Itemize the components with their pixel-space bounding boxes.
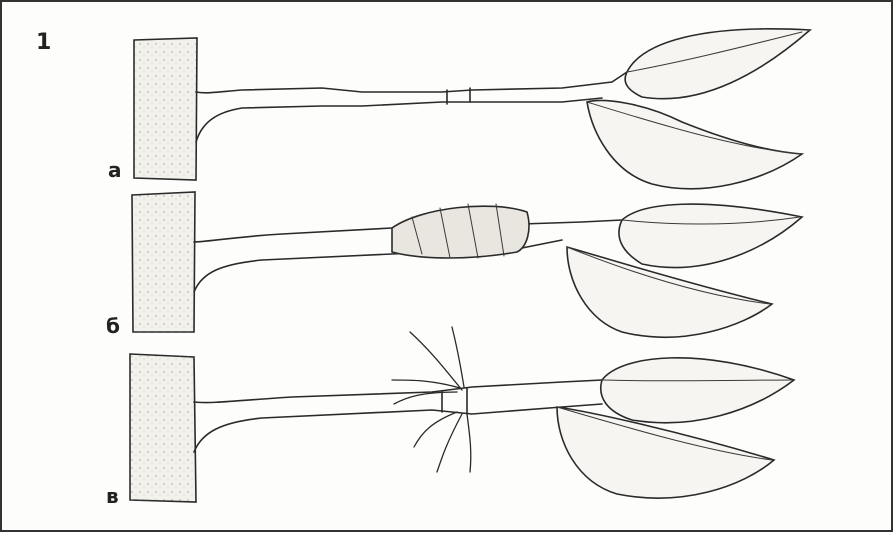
panel-c-leaf-top [601, 358, 794, 423]
panel-b-leaf-top [619, 204, 802, 267]
panel-a-branch [196, 72, 627, 93]
panel-c-branch [194, 380, 602, 403]
panel-c-roots [392, 327, 471, 472]
panel-a-leaf-top [625, 29, 810, 99]
panel-b-wrapping [392, 206, 529, 258]
panel-c-drawing [130, 327, 794, 502]
panel-c-label: в [106, 484, 119, 508]
panel-b-drawing [132, 192, 802, 337]
panel-a-drawing [134, 29, 810, 189]
panel-a-leaf-bottom [587, 101, 802, 189]
panel-b-label: б [106, 314, 120, 338]
panel-a-label: а [108, 158, 122, 182]
figure-number: 1 [36, 30, 51, 55]
